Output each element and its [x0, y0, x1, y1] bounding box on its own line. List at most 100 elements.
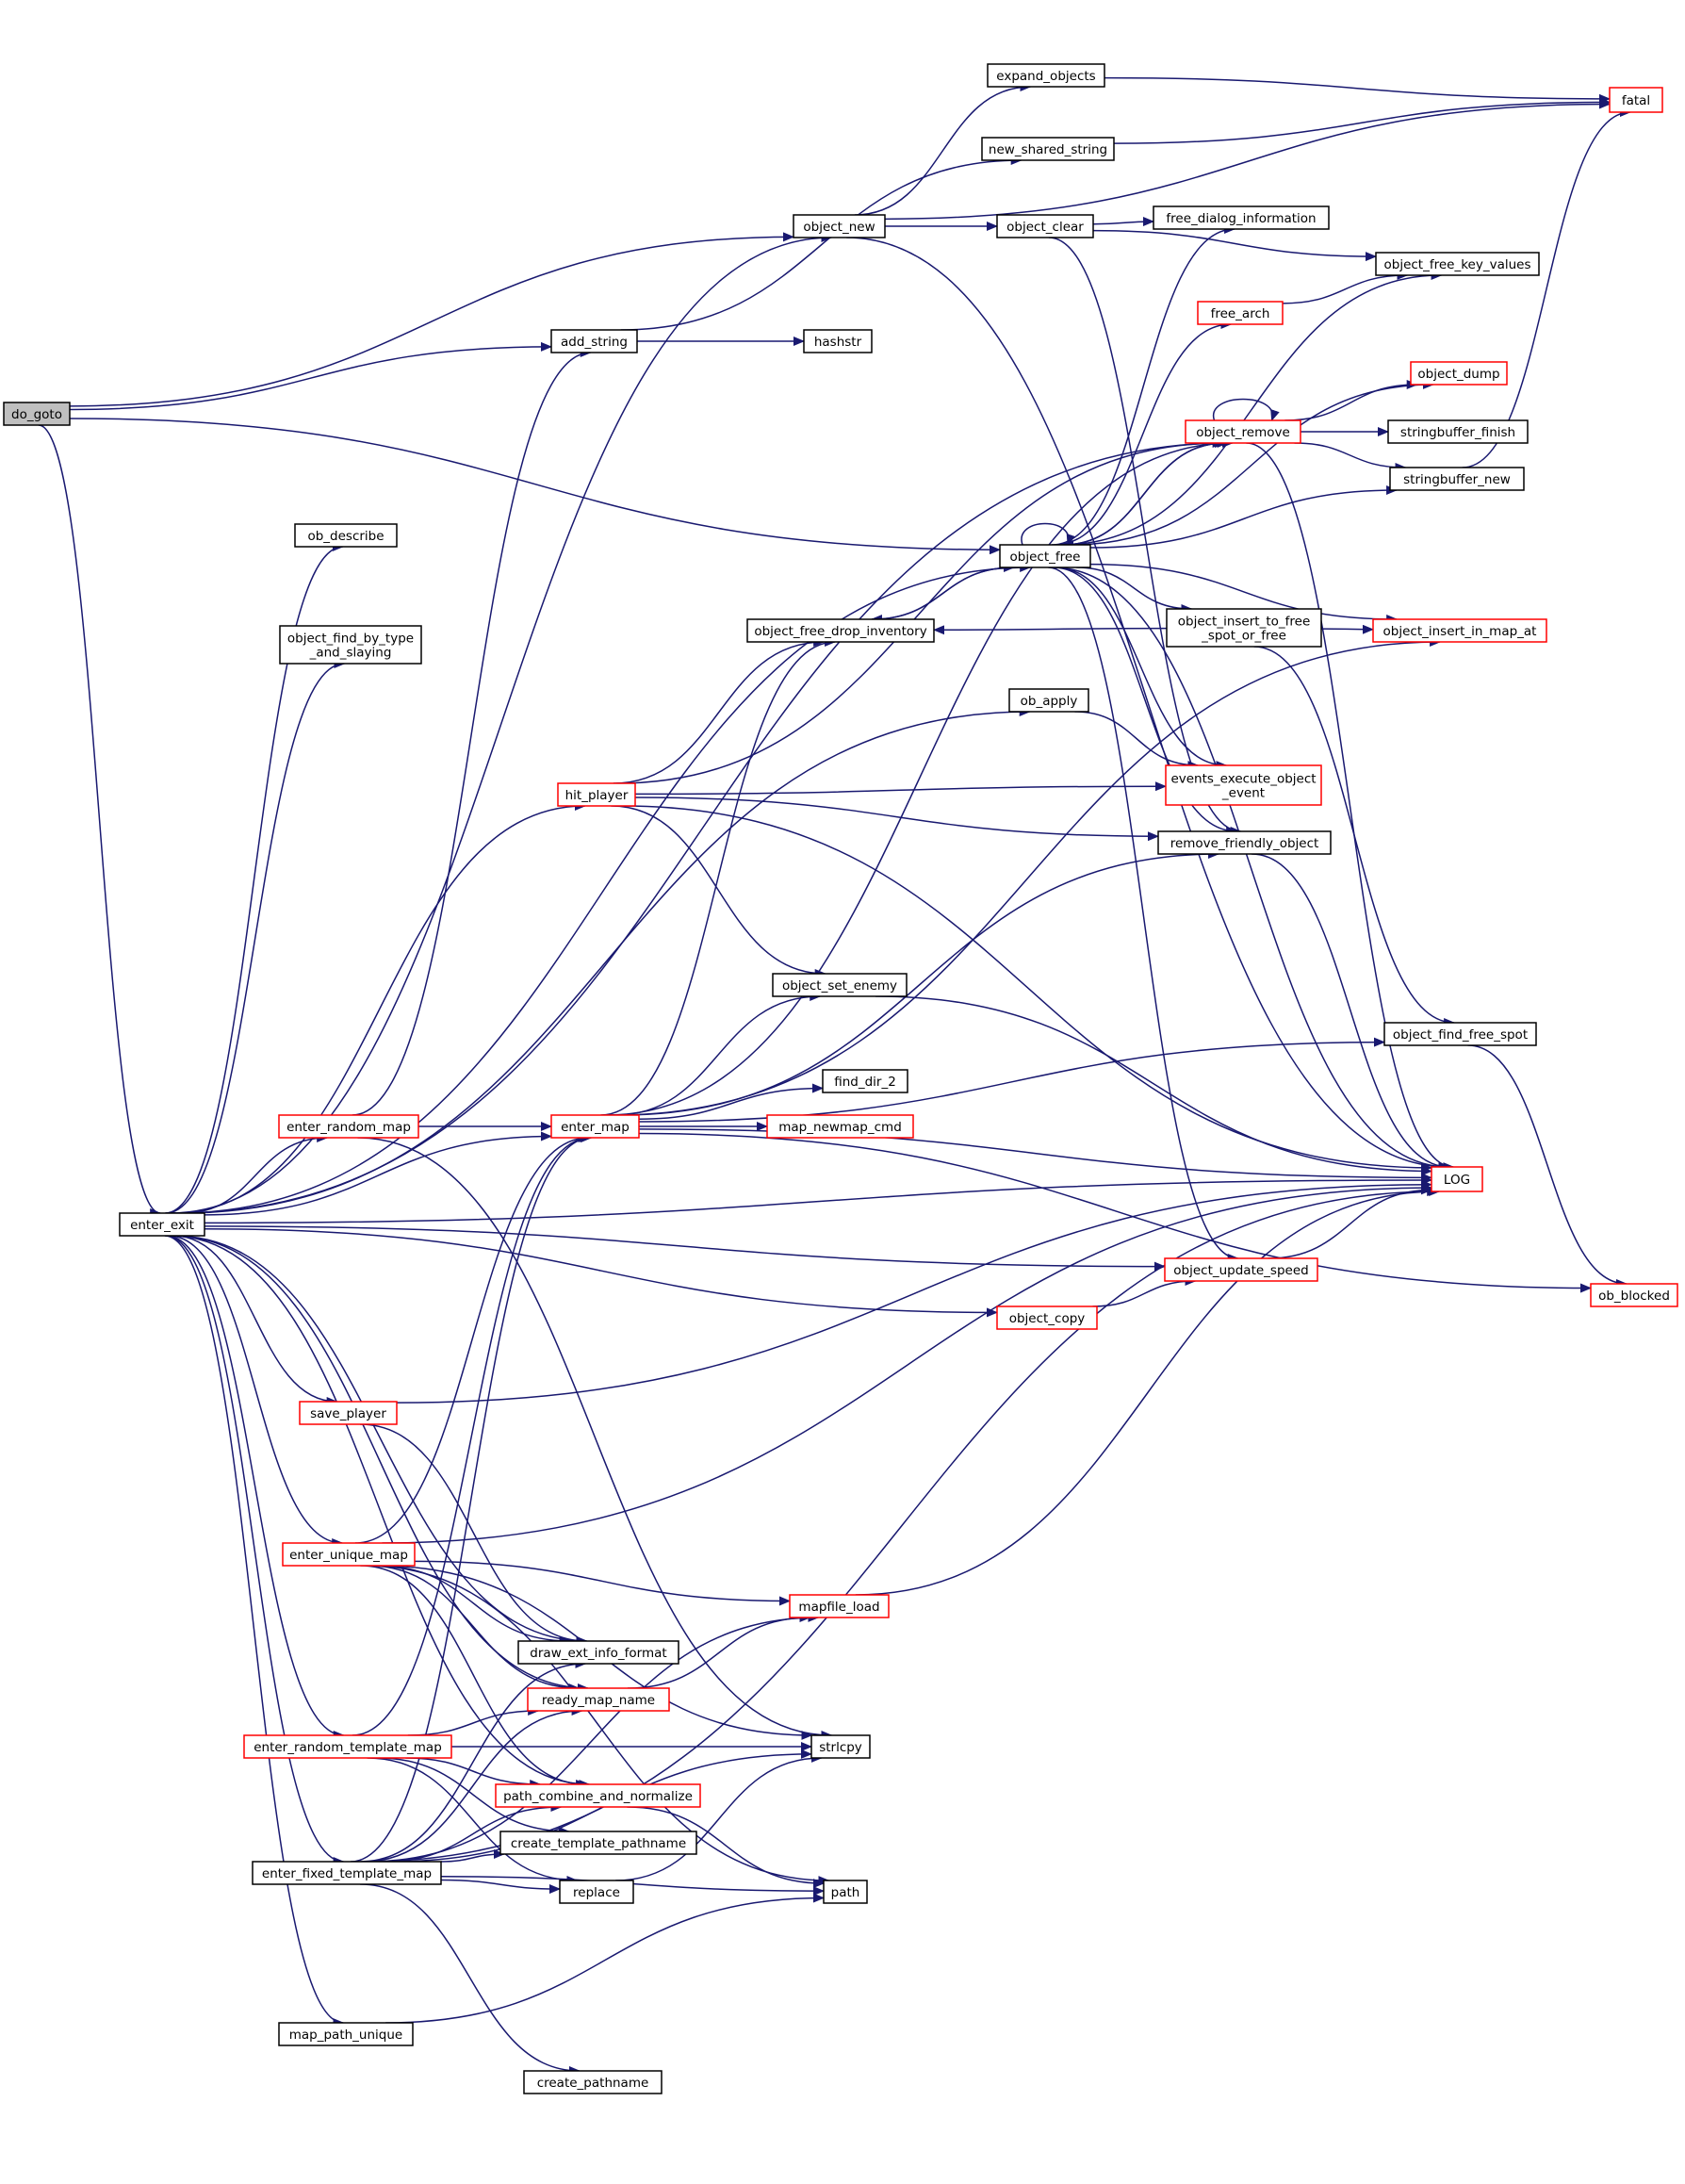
node-expand-objects[interactable]: expand_objects — [987, 63, 1105, 88]
node-events-execute-object-event[interactable]: events_execute_object_event — [1165, 764, 1322, 806]
edge-do_goto-to-enter_exit — [38, 424, 162, 1218]
node-object-set-enemy[interactable]: object_set_enemy — [772, 973, 908, 997]
node-free-arch[interactable]: free_arch — [1197, 301, 1284, 325]
node-label: object_new — [803, 220, 875, 235]
node-box — [527, 1687, 670, 1712]
node-label: object_find_free_spot — [1393, 1027, 1528, 1043]
edge-object_insert_to_free_spot_or_free-to-object_insert_in_map_at — [1320, 624, 1374, 634]
edge-enter_map-to-remove_friendly_object — [620, 849, 1220, 1116]
edge-stringbuffer_new-to-fatal — [1462, 107, 1631, 468]
node-object-remove[interactable]: object_remove — [1185, 419, 1301, 444]
node-object-dump[interactable]: object_dump — [1410, 361, 1508, 386]
node-object-insert-to-free-spot-or-free[interactable]: object_insert_to_free_spot_or_free — [1166, 608, 1322, 648]
node-label: ob_describe — [307, 529, 384, 544]
node-object-free-key-values[interactable]: object_free_key_values — [1375, 252, 1540, 276]
node-object-free-drop-inventory[interactable]: object_free_drop_inventory — [746, 618, 935, 643]
node-object-clear[interactable]: object_clear — [996, 214, 1094, 238]
node-remove-friendly-object[interactable]: remove_friendly_object — [1157, 830, 1332, 855]
edge-ob_apply-to-events_execute_object_event — [1074, 711, 1200, 770]
node-label: object_free — [1010, 550, 1081, 565]
node-ob-blocked[interactable]: ob_blocked — [1590, 1283, 1678, 1307]
node-new-shared-string[interactable]: new_shared_string — [981, 137, 1115, 161]
edge-enter_map-to-object_find_free_spot — [638, 1037, 1385, 1123]
node-path-combine-and-normalize[interactable]: path_combine_and_normalize — [495, 1783, 701, 1808]
edge-enter_map-to-object_free_drop_inventory — [600, 637, 837, 1116]
node-label: enter_unique_map — [289, 1548, 408, 1563]
node-ob-apply[interactable]: ob_apply — [1008, 688, 1089, 713]
node-create-template-pathname[interactable]: create_template_pathname — [499, 1831, 697, 1855]
node-add-string[interactable]: add_string — [550, 329, 638, 353]
node-box — [523, 2070, 663, 2094]
node-box — [1372, 618, 1547, 643]
node-mapfile-load[interactable]: mapfile_load — [789, 1594, 890, 1618]
edge-enter_random_template_map-to-ready_map_name — [407, 1706, 540, 1736]
node-strlcpy[interactable]: strlcpy — [810, 1734, 871, 1759]
node-free-dialog-information[interactable]: free_dialog_information — [1153, 205, 1330, 230]
node-box — [1431, 1166, 1483, 1192]
node-box — [793, 214, 886, 238]
node-object-free[interactable]: object_free — [999, 544, 1091, 568]
node-enter-random-template-map[interactable]: enter_random_template_map — [243, 1734, 452, 1759]
edge-object_remove-to-stringbuffer_new — [1294, 442, 1407, 472]
edge-do_goto-to-object_new — [69, 232, 794, 407]
edge-expand_objects-to-fatal — [1104, 76, 1611, 104]
edge-object_clear-to-object_free_key_values — [1092, 229, 1377, 262]
node-map-path-unique[interactable]: map_path_unique — [278, 2022, 414, 2046]
node-replace[interactable]: replace — [559, 1880, 634, 1904]
node-hashstr[interactable]: hashstr — [803, 329, 873, 353]
node-object-new[interactable]: object_new — [793, 214, 886, 238]
node-label: do_goto — [11, 407, 62, 422]
node-label: ob_apply — [1021, 694, 1078, 709]
node-object-find-by-type-and-slaying[interactable]: object_find_by_type_and_slaying — [279, 625, 422, 665]
edge-enter_exit-to-draw_ext_info_format — [173, 1235, 588, 1646]
node-create-pathname[interactable]: create_pathname — [523, 2070, 663, 2094]
node-object-find-free-spot[interactable]: object_find_free_spot — [1383, 1022, 1537, 1046]
node-box — [987, 63, 1105, 88]
node-object-insert-in-map-at[interactable]: object_insert_in_map_at — [1372, 618, 1547, 643]
edge-object_free-to-object_insert_to_free_spot_or_free — [1076, 567, 1193, 614]
node-label: enter_random_template_map — [254, 1740, 442, 1755]
node-draw-ext-info-format[interactable]: draw_ext_info_format — [517, 1640, 679, 1665]
edge-object_new-to-fatal — [884, 99, 1611, 221]
node-label: add_string — [561, 335, 628, 350]
node-label: object_insert_in_map_at — [1383, 624, 1537, 639]
node-enter-map[interactable]: enter_map — [550, 1114, 640, 1139]
node-label: remove_friendly_object — [1170, 836, 1319, 851]
node-ready-map-name[interactable]: ready_map_name — [527, 1687, 670, 1712]
node-enter-unique-map[interactable]: enter_unique_map — [282, 1542, 416, 1567]
edge-hit_player-to-object_set_enemy — [611, 805, 826, 978]
node-box — [1164, 1257, 1318, 1282]
node-LOG[interactable]: LOG — [1431, 1166, 1483, 1192]
node-ob-describe[interactable]: ob_describe — [294, 523, 398, 548]
node-stringbuffer-finish[interactable]: stringbuffer_finish — [1387, 419, 1529, 444]
node-map-newmap-cmd[interactable]: map_newmap_cmd — [766, 1114, 914, 1139]
edge-object_free-to-events_execute_object_event — [1055, 567, 1228, 770]
node-label: save_player — [310, 1406, 386, 1421]
node-enter-random-map[interactable]: enter_random_map — [278, 1114, 419, 1139]
node-find-dir-2[interactable]: find_dir_2 — [822, 1069, 908, 1093]
node-label: hashstr — [814, 335, 862, 350]
node-box — [1008, 688, 1089, 713]
node-object-copy[interactable]: object_copy — [996, 1305, 1098, 1330]
node-enter-fixed-template-map[interactable]: enter_fixed_template_map — [252, 1861, 442, 1885]
edge-enter_exit-to-object_update_speed — [204, 1225, 1166, 1272]
node-save-player[interactable]: save_player — [299, 1401, 398, 1425]
node-label: create_template_pathname — [511, 1836, 686, 1851]
node-box — [499, 1831, 697, 1855]
edge-enter_fixed_template_map-to-replace — [440, 1879, 561, 1895]
node-path[interactable]: path — [823, 1880, 868, 1904]
node-hit-player[interactable]: hit_player — [557, 782, 636, 807]
node-box — [282, 1542, 416, 1567]
node-object-update-speed[interactable]: object_update_speed — [1164, 1257, 1318, 1282]
node-stringbuffer-new[interactable]: stringbuffer_new — [1389, 467, 1525, 491]
node-box — [1185, 419, 1301, 444]
node-fatal[interactable]: fatal — [1609, 87, 1663, 113]
edge-object_remove-to-object_dump — [1284, 380, 1418, 421]
node-label: enter_map — [561, 1120, 630, 1135]
edge-do_goto-to-object_free — [69, 418, 1001, 555]
node-label: hit_player — [565, 788, 629, 803]
node-box — [1157, 830, 1332, 855]
node-enter-exit[interactable]: enter_exit — [119, 1212, 205, 1237]
node-do-goto[interactable]: do_goto — [3, 402, 71, 426]
edge-object_find_free_spot-to-ob_blocked — [1467, 1044, 1628, 1289]
